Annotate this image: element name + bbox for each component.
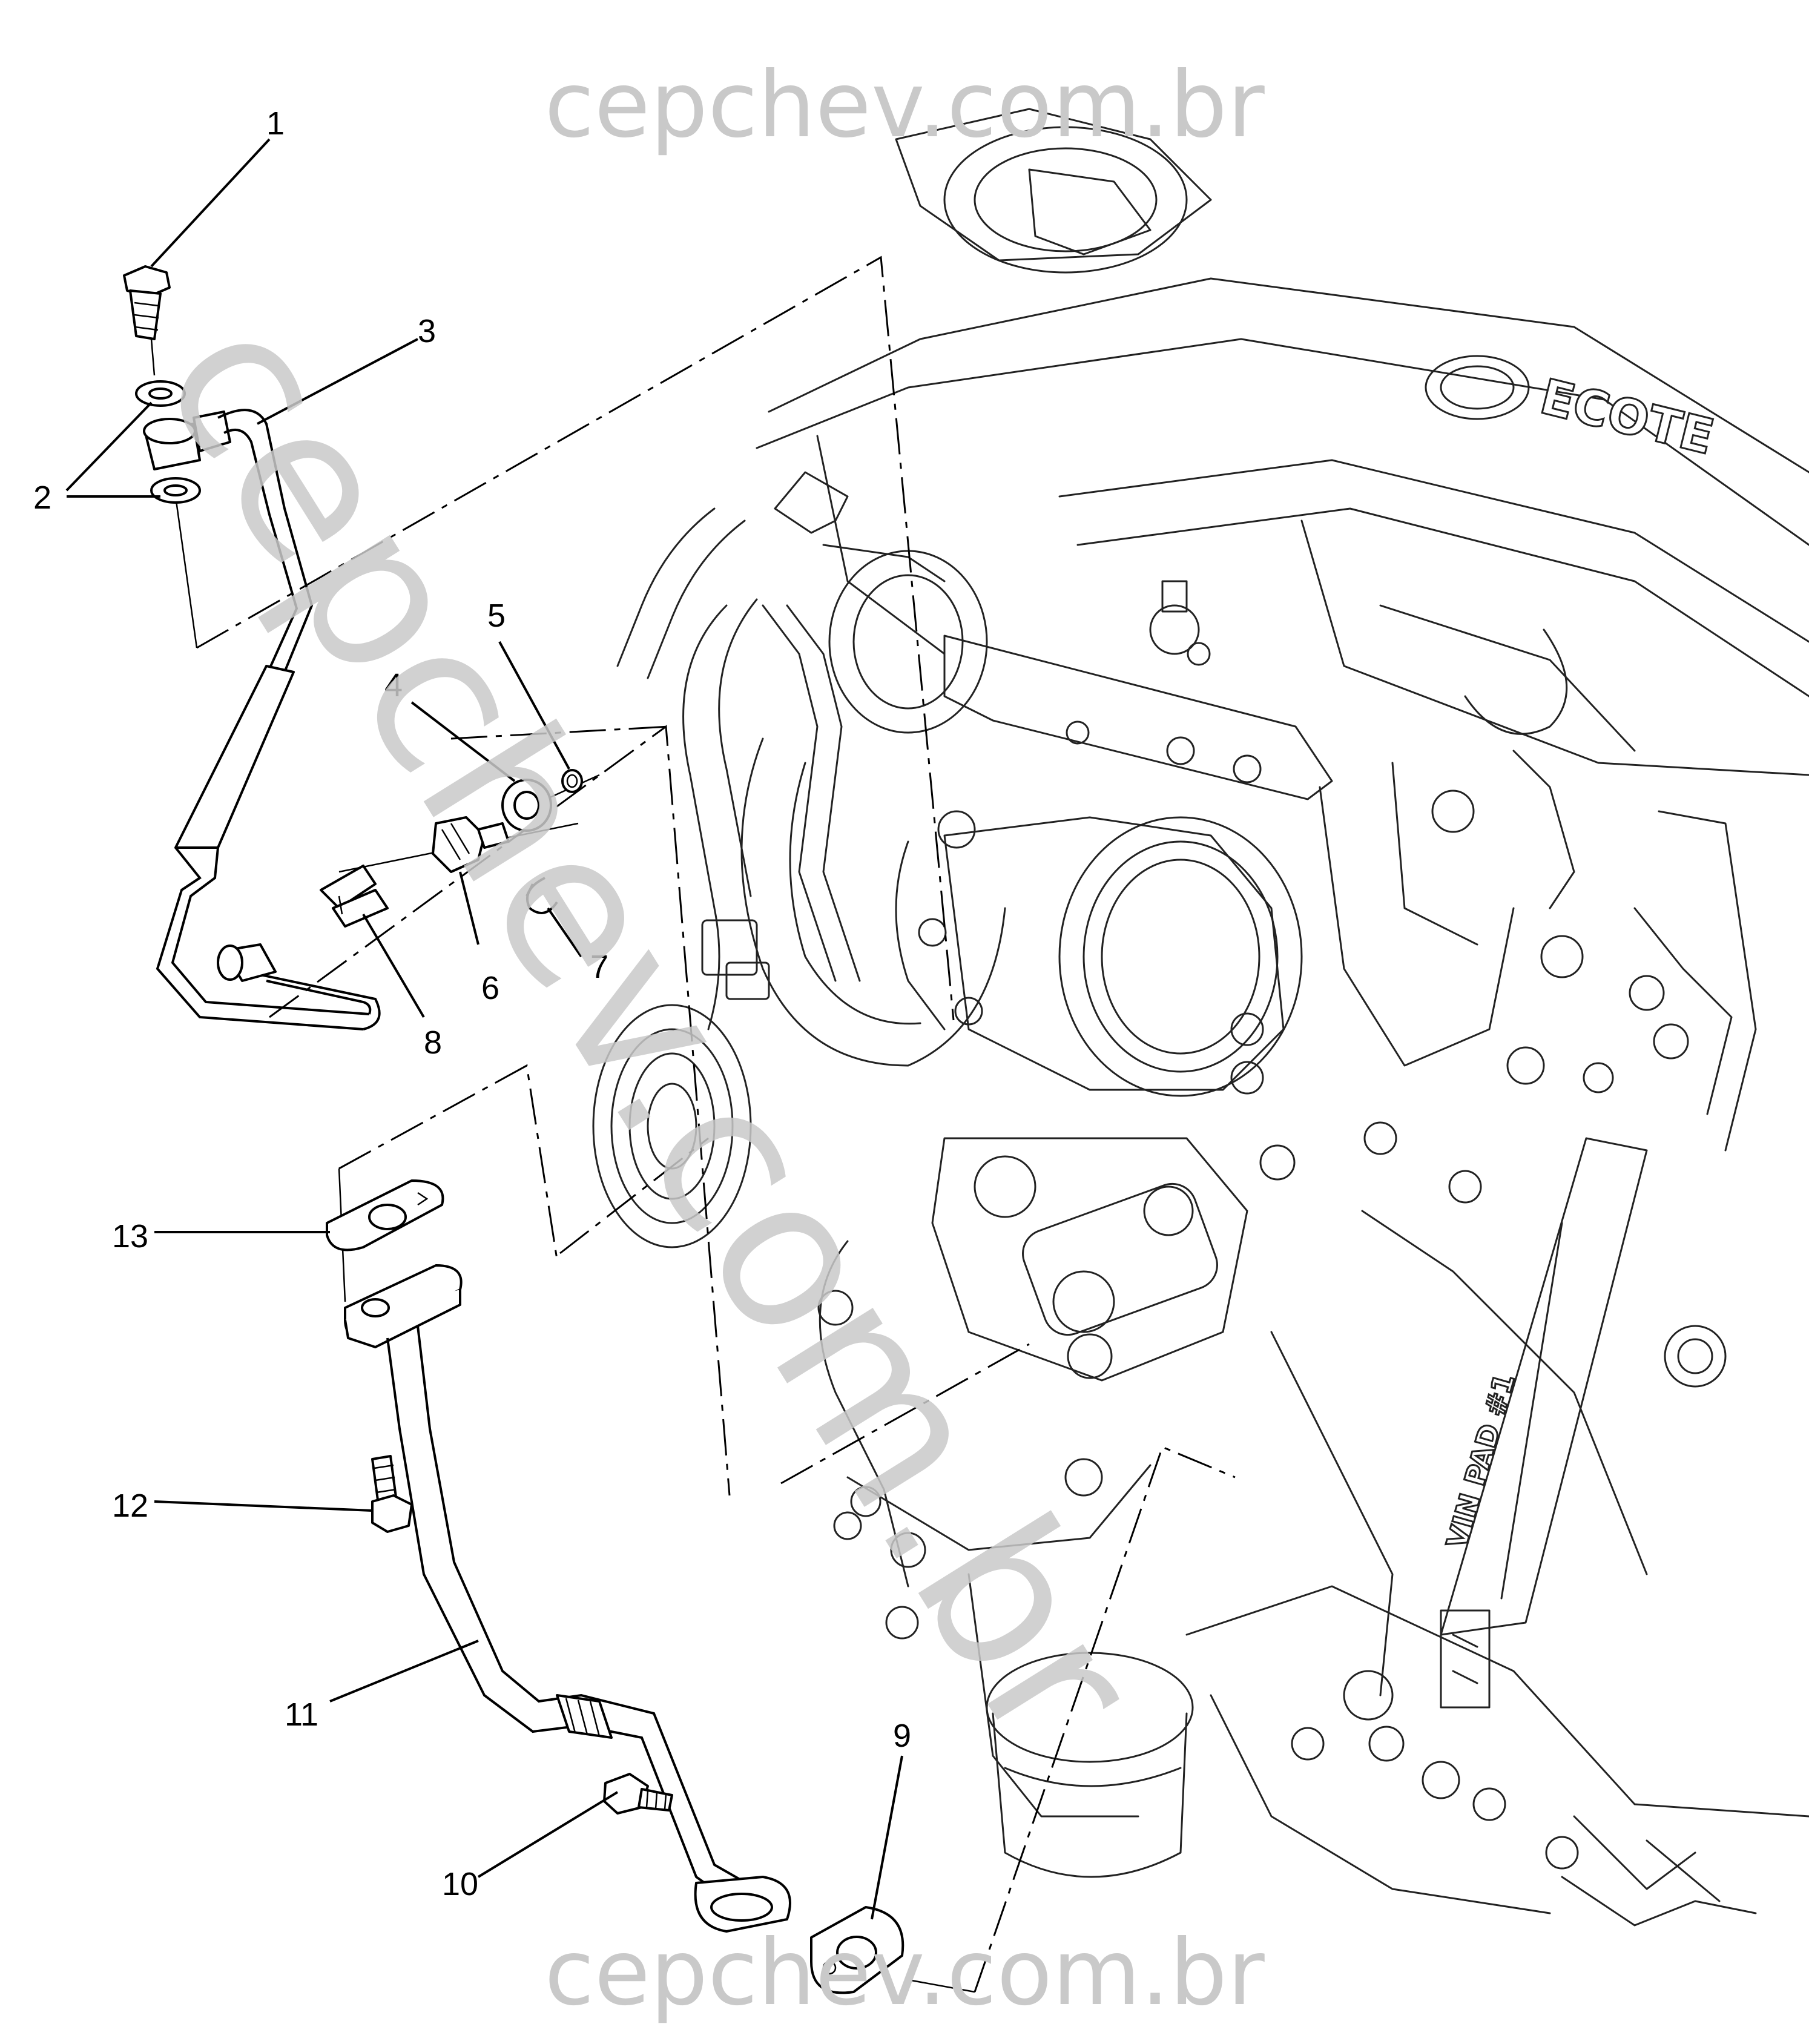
- part-4-washer: [501, 779, 552, 832]
- callout-7: 7: [590, 949, 608, 985]
- callout-10: 10: [442, 1866, 478, 1902]
- callout-2: 2: [33, 480, 51, 516]
- part-2-washer-bottom: [150, 477, 201, 504]
- callout-numbers: 1 2 3 4 5 6 7 8 9 10 11 12 13: [33, 105, 911, 1902]
- callout-4: 4: [384, 667, 403, 704]
- callout-11: 11: [285, 1696, 318, 1733]
- callout-1: 1: [266, 105, 285, 142]
- callout-8: 8: [424, 1024, 442, 1061]
- part-3-oil-feed-pipe: [143, 409, 381, 1030]
- part-12-bolt: [371, 1455, 413, 1533]
- part-10-bolt: [603, 1773, 673, 1815]
- part-11-oil-return-pipe: [344, 1264, 791, 1933]
- callout-9: 9: [893, 1718, 911, 1754]
- part-8-clip: [320, 865, 389, 928]
- part-2-washer-top: [135, 380, 186, 407]
- watermark-bottom: cepchev.com.br: [544, 1920, 1265, 2026]
- callout-12: 12: [112, 1488, 148, 1524]
- part-9-gasket: [810, 1906, 904, 1994]
- callout-6: 6: [481, 970, 499, 1006]
- vin-pad-text: VIN PAD #1: [1440, 1370, 1521, 1552]
- part-1-bolt: [123, 265, 171, 376]
- watermark-diagonal: cepchev.com.br: [116, 274, 1185, 1788]
- watermark-top: cepchev.com.br: [544, 53, 1265, 158]
- engine-cover-text: ECOTE: [1535, 368, 1719, 466]
- part-5-o-ring: [561, 769, 583, 793]
- callout-leaders: [65, 138, 903, 1920]
- part-13-gasket: [326, 1179, 444, 1251]
- callout-5: 5: [487, 598, 506, 634]
- part-6-fitting: [432, 816, 510, 873]
- callout-13: 13: [112, 1218, 148, 1254]
- callout-3: 3: [418, 313, 436, 349]
